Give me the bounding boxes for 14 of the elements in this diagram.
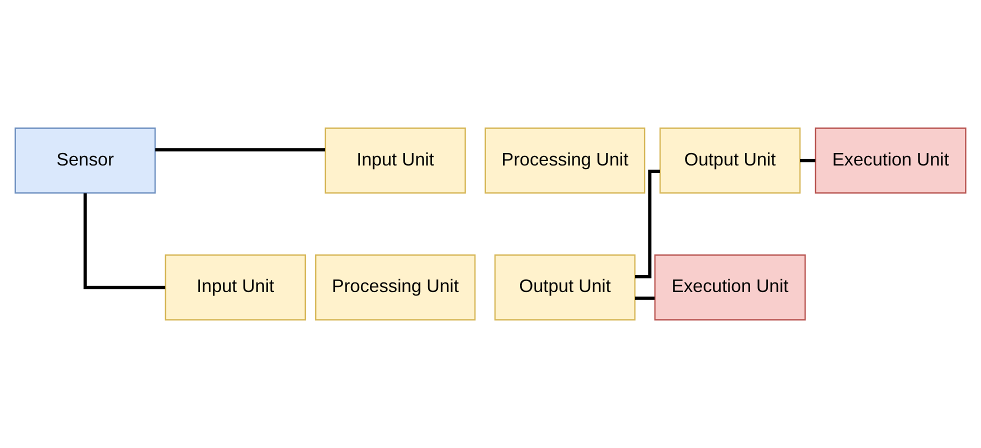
node-box: Processing Unit (484, 128, 646, 194)
connector (800, 158, 816, 162)
node-box: Sensor (14, 128, 156, 194)
node-box: Execution Unit (814, 128, 966, 194)
node-box: Input Unit (164, 254, 306, 320)
connector (634, 296, 655, 300)
connector (84, 193, 166, 290)
connector (155, 148, 326, 152)
node-box: Output Unit (494, 254, 636, 320)
node-box: Processing Unit (315, 254, 476, 320)
node-box: Execution Unit (654, 254, 806, 320)
node-box: Output Unit (659, 128, 801, 194)
node-box: Input Unit (324, 128, 466, 194)
connector (635, 170, 660, 278)
